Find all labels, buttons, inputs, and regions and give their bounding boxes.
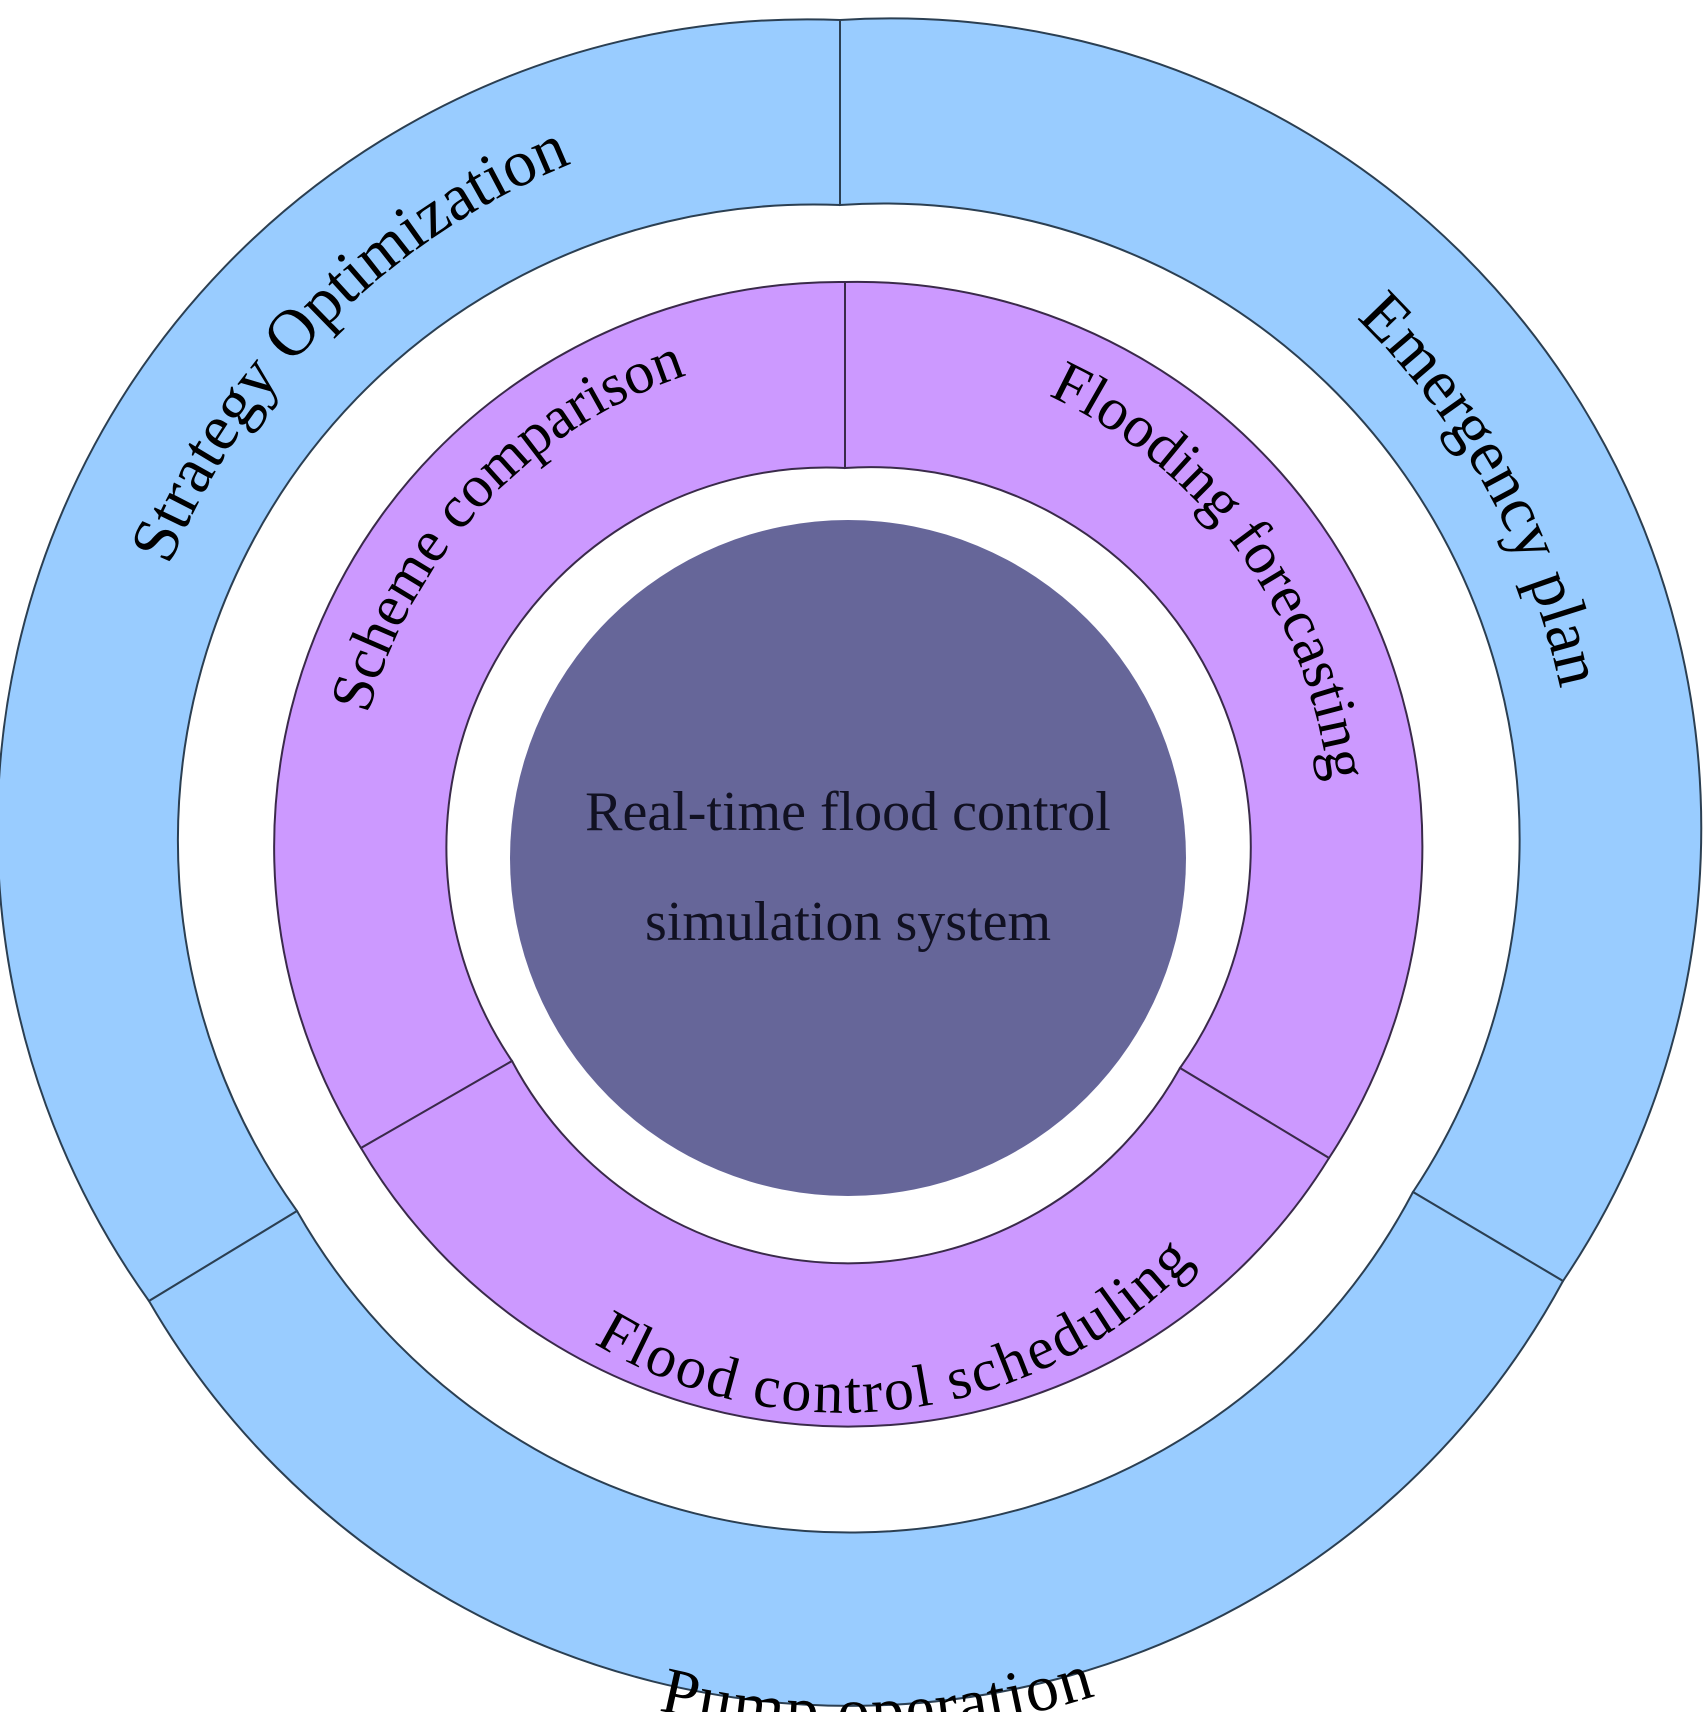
- outer-segment-emergency-plan: [839, 17, 1703, 1283]
- inner-segment-flood-control-scheduling: [359, 1059, 1331, 1428]
- outer-segment-pump-operation: [147, 1190, 1565, 1707]
- center-circle: [510, 520, 1186, 1196]
- outer-ring: [0, 17, 1703, 1707]
- center-title-line-2: simulation system: [645, 891, 1051, 953]
- center-title-line-1: Real-time flood control: [585, 781, 1111, 843]
- inner-ring: [273, 280, 1424, 1428]
- outer-segment-strategy-optimization: [0, 18, 841, 1303]
- inner-segment-flooding-forecasting: [844, 280, 1424, 1160]
- inner-segment-scheme-comparison: [273, 280, 846, 1150]
